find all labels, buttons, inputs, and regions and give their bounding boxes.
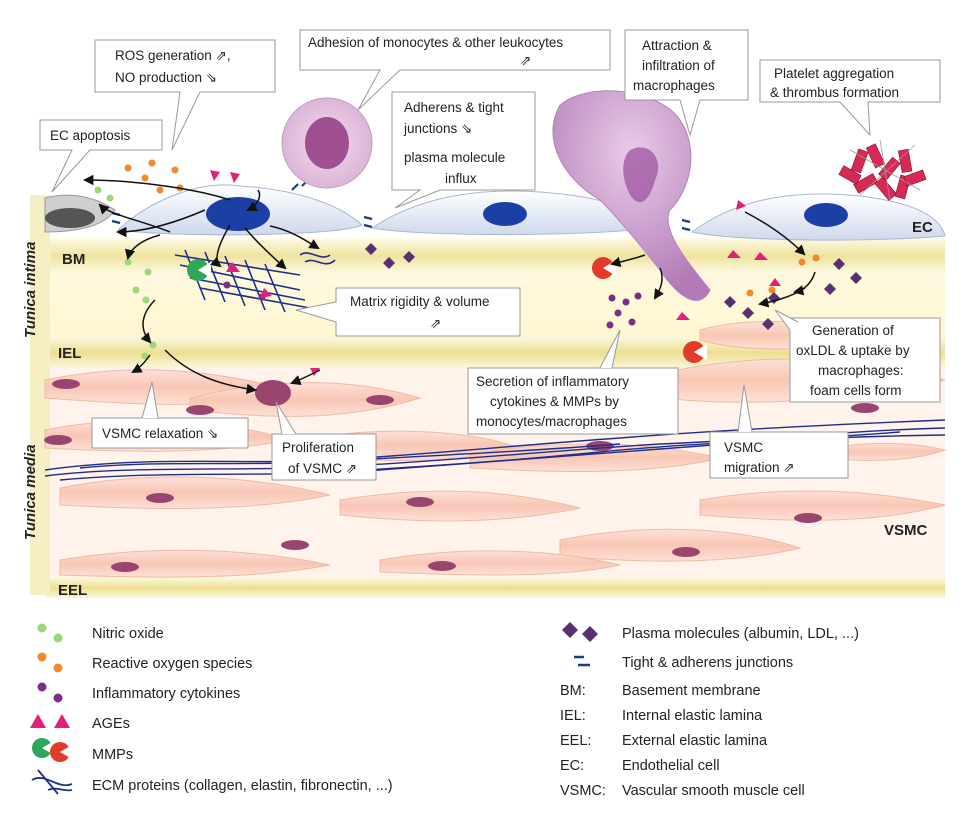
adhesion-label: Adhesion of monocytes & other leukocytes [308, 35, 563, 50]
callout-attraction: Attraction & infiltration of macrophages [624, 29, 749, 137]
legend-ecm: ECM proteins (collagen, elastin, fibrone… [92, 778, 393, 794]
cytokine-dots [223, 281, 642, 329]
ros-icon [37, 652, 63, 673]
callout-oxldl: Generation of oxLDL & uptake by macropha… [774, 309, 941, 403]
bm-label: BM [62, 251, 85, 268]
callout-ros: ROS generation ⇗, NO production ⇘ [94, 39, 276, 151]
legend-eel: External elastic lamina [622, 733, 768, 749]
legend-ec: Endothelial cell [622, 758, 720, 774]
oxldl-line-3: macrophages: [818, 363, 904, 378]
ec-nucleus-2 [483, 202, 527, 226]
junction-line-1: Adherens & tight [404, 100, 504, 115]
secretion-line-1: Secretion of inflammatory [476, 374, 629, 389]
callout-secretion: Secretion of inflammatory cytokines & MM… [467, 329, 679, 435]
migration-line-2: migration ⇗ [724, 460, 795, 475]
nitric-oxide-dots [94, 186, 157, 360]
wall-edge-band [30, 195, 50, 595]
callout-junctions: Adherens & tight junctions ⇘ plasma mole… [391, 91, 536, 209]
junction-line-2: junctions ⇘ [403, 121, 472, 136]
secretion-line-3: monocytes/macrophages [476, 414, 627, 429]
legend-cytokines: Inflammatory cytokines [92, 686, 240, 702]
ages-triangles [210, 170, 781, 376]
oxldl-line-2: oxLDL & uptake by [796, 343, 910, 358]
callout-platelet: Platelet aggregation & thrombus formatio… [759, 59, 941, 137]
legend-ec-abbr: EC: [560, 758, 584, 774]
plasma-molecules [365, 243, 862, 330]
legend-eel-abbr: EEL: [560, 733, 591, 749]
pathway-arrows [82, 174, 816, 395]
matrix-line-1: Matrix rigidity & volume [350, 294, 490, 309]
matrix-line-2: ⇗ [430, 316, 441, 331]
legend-iel-abbr: IEL: [560, 708, 586, 724]
macrophage [552, 90, 711, 301]
fibrin-strands [849, 139, 921, 201]
legend-mmps: MMPs [92, 747, 133, 763]
junctions-icon [574, 655, 590, 667]
callout-vsmc-relax: VSMC relaxation ⇘ [91, 381, 249, 449]
callout-adhesion: Adhesion of monocytes & other leukocytes… [299, 29, 611, 111]
migration-line-1: VSMC [724, 440, 763, 455]
legend-ros: Reactive oxygen species [92, 656, 252, 672]
external-elastic-lamina [45, 578, 945, 598]
junction-line-3: plasma molecule [404, 150, 505, 165]
secretion-line-2: cytokines & MMPs by [490, 394, 619, 409]
callout-migration: VSMC migration ⇗ [709, 384, 849, 479]
endothelial-cells [44, 184, 946, 241]
proliferating-vsmc [255, 380, 291, 406]
eel-label: EEL [58, 582, 87, 599]
attraction-line-1: Attraction & [642, 38, 712, 53]
tunica-media-label: Tunica media [22, 444, 39, 540]
platelet-cluster [838, 143, 927, 201]
nitric-oxide-icon [37, 623, 63, 643]
ec-nucleus-1 [206, 197, 270, 231]
monocyte [281, 97, 373, 189]
legend-vsmc-abbr: VSMC: [560, 783, 606, 799]
legend-right: Plasma molecules (albumin, LDL, ...) Tig… [560, 622, 859, 799]
junction-line-4: influx [445, 171, 477, 186]
legend-ages: AGEs [92, 716, 130, 732]
proliferation-line-2: of VSMC ⇗ [288, 461, 357, 476]
legend-vsmc: Vascular smooth muscle cell [622, 783, 805, 799]
vsmc-relax-label: VSMC relaxation ⇘ [102, 426, 218, 441]
oxldl-line-4: foam cells form [810, 383, 902, 398]
legend-plasma: Plasma molecules (albumin, LDL, ...) [622, 626, 859, 642]
adhesion-arrow: ⇗ [520, 53, 531, 68]
attraction-line-3: macrophages [633, 78, 715, 93]
ec-apoptotic-nucleus [45, 208, 95, 228]
proliferation-line-1: Proliferation [282, 440, 354, 455]
oxldl-line-1: Generation of [812, 323, 894, 338]
ecm-proteins-icon [31, 769, 73, 795]
callout-ec-apoptosis: EC apoptosis [39, 119, 163, 193]
cytokines-icon [37, 682, 63, 703]
vsmc-label: VSMC [884, 522, 928, 539]
legend-bm: Basement membrane [622, 683, 761, 699]
ros-line-2: NO production ⇘ [115, 70, 217, 85]
legend-left: Nitric oxide Reactive oxygen species Inf… [30, 623, 393, 795]
legend-nitric-oxide: Nitric oxide [92, 626, 164, 642]
ec-apoptosis-label: EC apoptosis [50, 128, 131, 143]
callout-matrix: Matrix rigidity & volume ⇗ [295, 287, 521, 337]
mmp-markers [187, 257, 707, 363]
platelet-line-1: Platelet aggregation [774, 66, 894, 81]
ec-label: EC [912, 219, 933, 236]
ages-icon [30, 714, 70, 728]
iel-label: IEL [58, 345, 81, 362]
plasma-molecules-icon [562, 622, 598, 642]
platelet-line-2: & thrombus formation [770, 85, 899, 100]
legend-junctions: Tight & adherens junctions [622, 655, 793, 671]
ros-dots [124, 159, 820, 297]
callout-proliferation: Proliferation of VSMC ⇗ [271, 401, 377, 481]
legend-iel: Internal elastic lamina [622, 708, 763, 724]
tunica-intima-label: Tunica intima [22, 242, 39, 338]
ros-line-1: ROS generation ⇗, [115, 48, 231, 63]
ec-nucleus-3 [804, 203, 848, 227]
legend-bm-abbr: BM: [560, 683, 586, 699]
attraction-line-2: infiltration of [642, 58, 715, 73]
mmps-icon [32, 738, 72, 762]
